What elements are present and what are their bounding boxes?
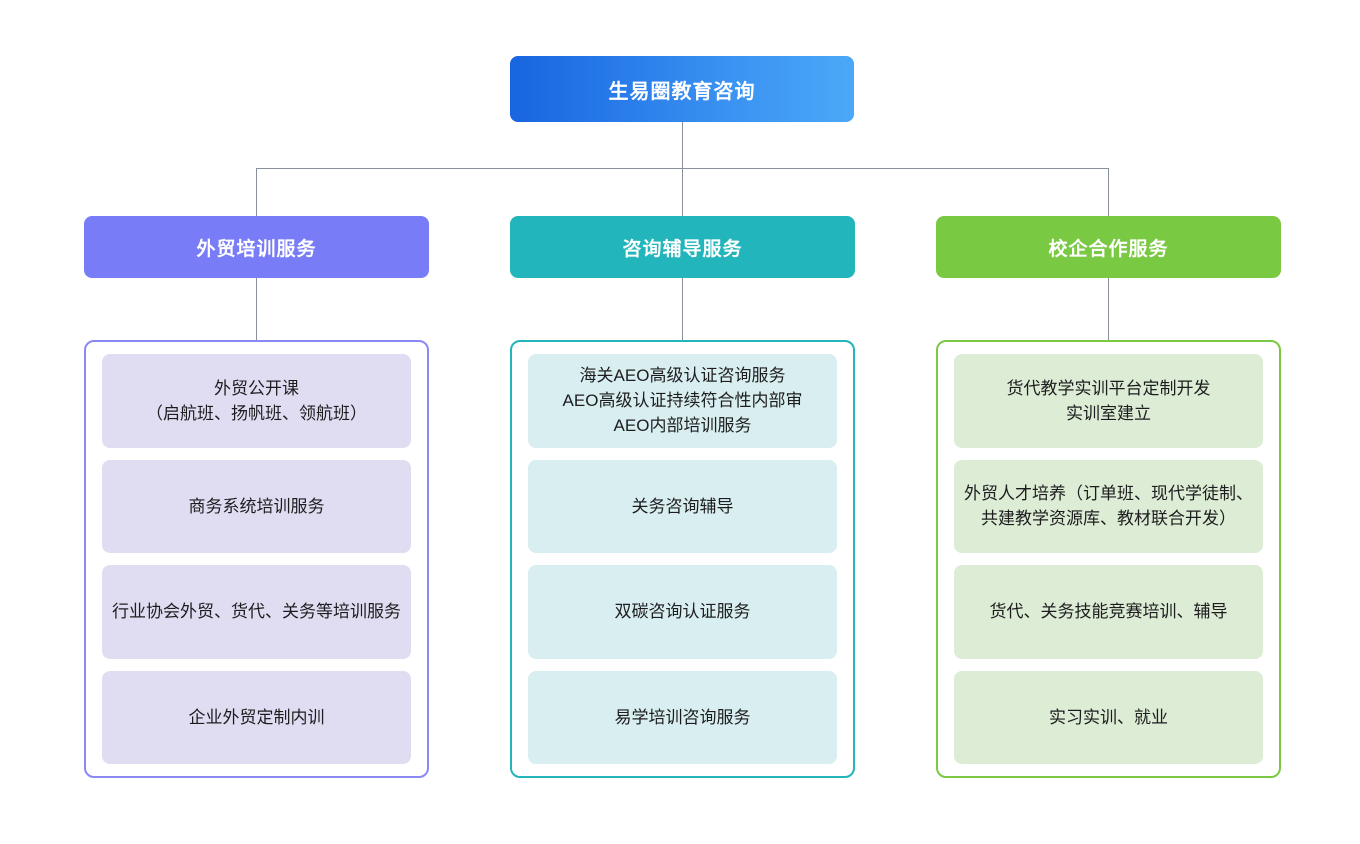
item-label: 商务系统培训服务 (188, 496, 325, 516)
connector-to-column-3 (1108, 168, 1109, 216)
list-item[interactable]: 外贸公开课 （启航班、扬帆班、领航班） (102, 354, 411, 448)
item-label: 关务咨询辅导 (631, 496, 734, 516)
column-3-header[interactable]: 校企合作服务 (936, 216, 1281, 278)
column-2-header-label: 咨询辅导服务 (622, 238, 743, 260)
item-label: 海关AEO高级认证咨询服务 AEO高级认证持续符合性内部审 AEO内部培训服务 (562, 366, 803, 436)
item-label: 易学培训咨询服务 (614, 707, 751, 727)
connector-column-1-body (256, 278, 257, 340)
connector-column-3-body (1108, 278, 1109, 340)
column-3-header-label: 校企合作服务 (1048, 238, 1169, 260)
column-foreign-trade-training: 外贸培训服务 外贸公开课 （启航班、扬帆班、领航班） 商务系统培训服务 行业协会… (84, 216, 429, 778)
list-item[interactable]: 行业协会外贸、货代、关务等培训服务 (102, 565, 411, 659)
item-label: 外贸人才培养（订单班、现代学徒制、共建教学资源库、教材联合开发） (964, 484, 1253, 529)
item-label: 货代、关务技能竞赛培训、辅导 (989, 602, 1228, 622)
item-label: 外贸公开课 （启航班、扬帆班、领航班） (146, 378, 367, 423)
list-item[interactable]: 商务系统培训服务 (102, 459, 411, 553)
column-2-items: 海关AEO高级认证咨询服务 AEO高级认证持续符合性内部审 AEO内部培训服务 … (510, 340, 855, 778)
list-item[interactable]: 关务咨询辅导 (528, 459, 837, 553)
connector-to-column-2 (682, 168, 683, 216)
list-item[interactable]: 企业外贸定制内训 (102, 670, 411, 764)
list-item[interactable]: 实习实训、就业 (954, 670, 1263, 764)
column-1-items: 外贸公开课 （启航班、扬帆班、领航班） 商务系统培训服务 行业协会外贸、货代、关… (84, 340, 429, 778)
column-consulting-services: 咨询辅导服务 海关AEO高级认证咨询服务 AEO高级认证持续符合性内部审 AEO… (510, 216, 855, 778)
item-label: 企业外贸定制内训 (188, 707, 325, 727)
list-item[interactable]: 海关AEO高级认证咨询服务 AEO高级认证持续符合性内部审 AEO内部培训服务 (528, 354, 837, 448)
item-label: 双碳咨询认证服务 (614, 602, 751, 622)
list-item[interactable]: 外贸人才培养（订单班、现代学徒制、共建教学资源库、教材联合开发） (954, 459, 1263, 553)
list-item[interactable]: 货代、关务技能竞赛培训、辅导 (954, 565, 1263, 659)
list-item[interactable]: 双碳咨询认证服务 (528, 565, 837, 659)
item-label: 货代教学实训平台定制开发 实训室建立 (1006, 378, 1211, 423)
item-label: 行业协会外贸、货代、关务等培训服务 (112, 602, 401, 622)
column-1-header[interactable]: 外贸培训服务 (84, 216, 429, 278)
column-3-items: 货代教学实训平台定制开发 实训室建立 外贸人才培养（订单班、现代学徒制、共建教学… (936, 340, 1281, 778)
connector-root-vertical (682, 122, 683, 168)
connector-to-column-1 (256, 168, 257, 216)
root-node-label: 生易圈教育咨询 (608, 80, 756, 103)
list-item[interactable]: 易学培训咨询服务 (528, 670, 837, 764)
column-2-header[interactable]: 咨询辅导服务 (510, 216, 855, 278)
root-node[interactable]: 生易圈教育咨询 (510, 56, 854, 122)
connector-column-2-body (682, 278, 683, 340)
column-school-enterprise-cooperation: 校企合作服务 货代教学实训平台定制开发 实训室建立 外贸人才培养（订单班、现代学… (936, 216, 1281, 778)
list-item[interactable]: 货代教学实训平台定制开发 实训室建立 (954, 354, 1263, 448)
item-label: 实习实训、就业 (1049, 707, 1168, 727)
column-1-header-label: 外贸培训服务 (196, 238, 317, 260)
